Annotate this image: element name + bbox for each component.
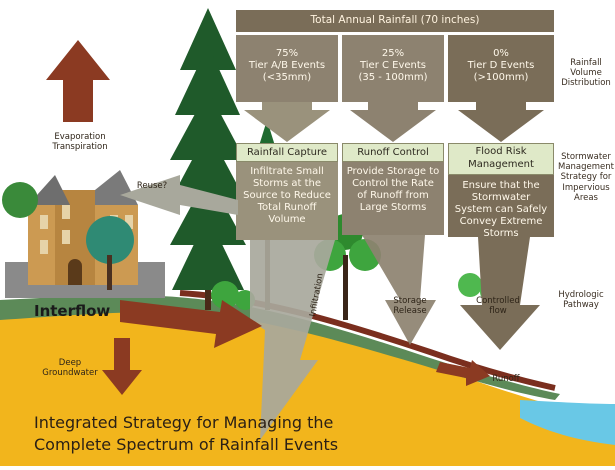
strategy-description-3: Ensure that the Stormwater System can Sa… <box>454 180 548 239</box>
column-3-range: (>100mm) <box>473 72 529 83</box>
runoff-arrow <box>436 360 490 386</box>
label-controlled-flow: Controlled flow <box>476 296 520 317</box>
label-interflow: Interflow <box>34 302 111 320</box>
evaporation-arrow <box>46 40 110 122</box>
top-title: Total Annual Rainfall (70 inches) <box>310 14 480 26</box>
column-2-range: (35 - 100mm) <box>358 72 428 83</box>
storage-release-arrow <box>362 235 436 345</box>
label-runoff: Runoff <box>492 374 520 384</box>
column-3-tier: Tier D Events <box>467 60 535 71</box>
column-1-percent: 75% <box>275 48 299 59</box>
column-3-percent: 0% <box>493 48 509 59</box>
label-storage-release: Storage Release <box>393 296 427 317</box>
label-reuse: Reuse? <box>136 181 168 191</box>
column-2-percent: 25% <box>381 48 405 59</box>
water-body <box>520 400 615 445</box>
side-label-rainfall-volume: Rainfall Volume Distribution <box>561 58 611 89</box>
reuse-arrow <box>120 175 238 215</box>
side-label-stormwater-strategy: Stormwater Management Strategy for Imper… <box>558 152 614 203</box>
column-arrow-1 <box>244 102 330 142</box>
side-label-hydrologic-pathway: Hydrologic Pathway <box>558 290 604 311</box>
controlled-flow-arrow <box>460 237 540 350</box>
top-title-bar <box>236 10 554 32</box>
strategy-description-1: Infiltrate Small Storms at the Source to… <box>243 166 331 225</box>
column-1-range: (<35mm) <box>262 72 312 83</box>
strategy-header-1: Rainfall Capture <box>236 143 338 162</box>
strategy-header-2: Runoff Control <box>342 143 444 162</box>
caption-line-1: Integrated Strategy for Managing the <box>34 413 334 432</box>
column-1-tier: Tier A/B Events <box>248 60 326 71</box>
strategy-description-2: Provide Storage to Control the Rate of R… <box>346 166 440 213</box>
label-evaporation: Evaporation Transpiration <box>52 132 108 153</box>
column-2-tier: Tier C Events <box>359 60 427 71</box>
label-deep-groundwater: Deep Groundwater <box>42 358 98 379</box>
interflow-arrow <box>120 300 262 348</box>
strategy-header-3: Flood Risk Management <box>448 143 554 175</box>
infiltration-arrow <box>250 240 335 440</box>
caption-line-2: Complete Spectrum of Rainfall Events <box>34 435 339 454</box>
column-arrow-2 <box>350 102 436 142</box>
building-illustration <box>2 170 165 298</box>
deep-groundwater-arrow <box>102 338 142 395</box>
column-arrow-3 <box>458 102 544 142</box>
sand-ground <box>0 300 615 466</box>
